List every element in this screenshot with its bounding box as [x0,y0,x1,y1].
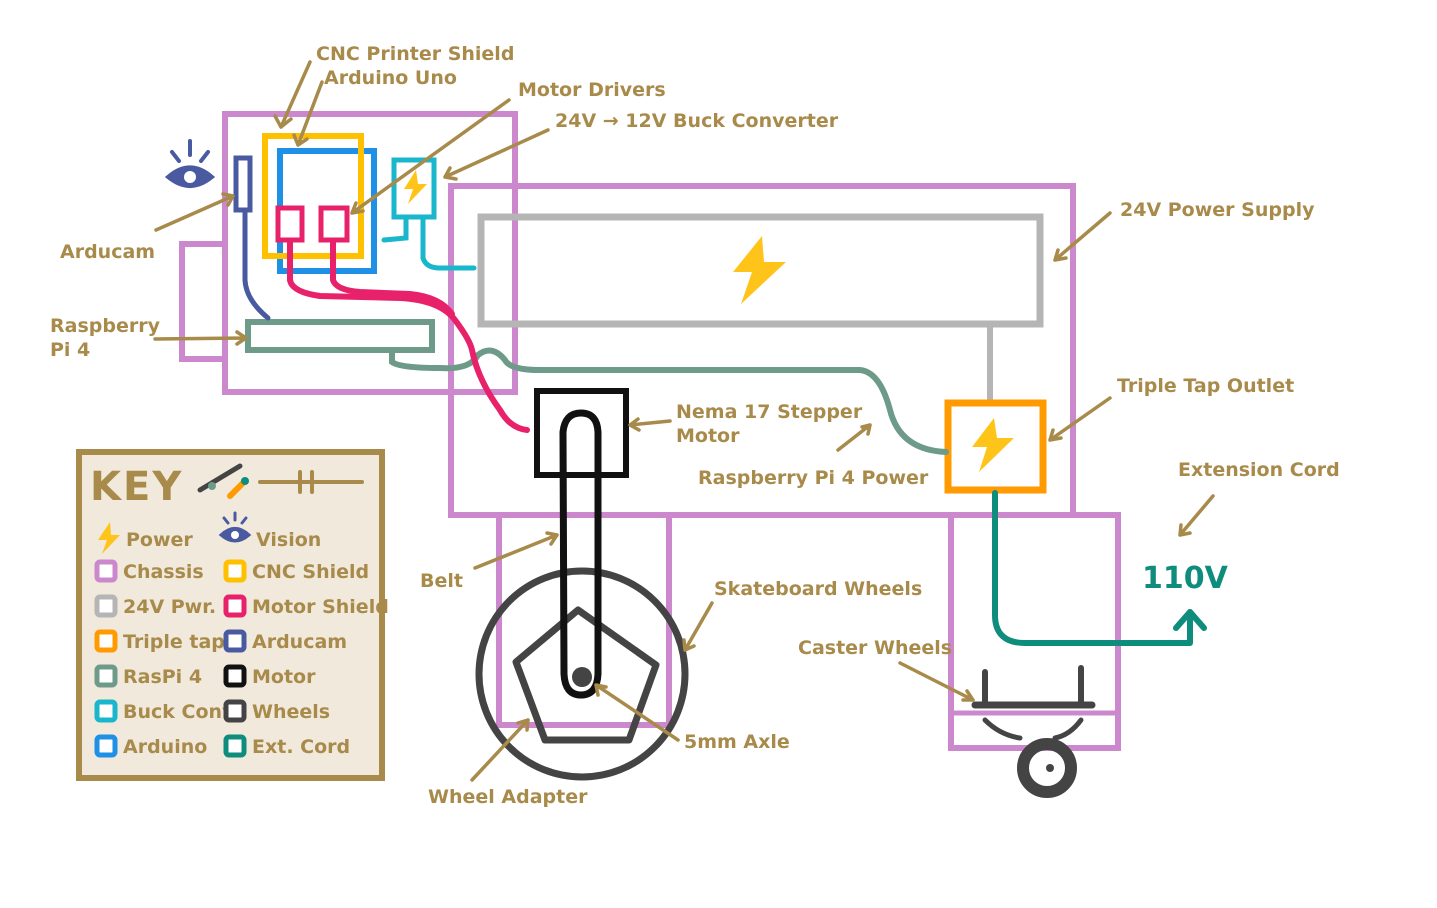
legend-swatch [223,629,247,653]
motor-wires [287,239,530,433]
wheel-adapter [512,606,660,744]
outlet-power-icon [972,418,1014,472]
label-raspberry-pi-2: Pi 4 [50,339,90,361]
legend-item-label: Motor Shield [252,596,389,618]
label-belt: Belt [420,570,463,592]
label-raspi-power: Raspberry Pi 4 Power [698,467,929,489]
label-skateboard-wheels: Skateboard Wheels [714,578,922,600]
legend-swatch [94,699,118,723]
legend-swatch [94,559,118,583]
wheel-assembly [475,388,689,781]
label-axle: 5mm Axle [684,731,790,753]
legend-swatch [94,594,118,618]
stepper-motor [534,388,629,478]
legend-swatch [94,629,118,653]
chassis-main-box [448,183,1076,518]
eye-icon [218,511,252,543]
legend-swatch [223,664,247,688]
leader-lines [153,60,1215,782]
cnc-shield-board [262,133,364,259]
legend-item-label: 24V Pwr. [123,596,216,618]
raspi-board [245,319,435,353]
legend-item-label: Ext. Cord [252,736,350,758]
raspi-power-cable [389,347,949,455]
legend-swatch [223,594,247,618]
chassis-side-box [179,241,228,362]
label-arduino-uno: Arduino Uno [324,67,457,89]
label-arducam: Arducam [60,241,155,263]
skateboard-wheel [475,567,689,781]
legend: KEY Power Vision Chassis CNC Shield 24V Pw… [76,449,389,781]
label-extension-cord: Extension Cord [1178,459,1340,481]
legend-swatch [223,734,247,758]
power-supply-box [477,213,1044,328]
extension-cord-wire [992,490,1193,646]
legend-vision-label: Vision [256,529,321,551]
cable-icon [197,463,364,499]
legend-item-label: Wheels [252,701,330,723]
power-supply-24v [477,213,1044,402]
legend-item-label: Motor [252,666,316,688]
label-nema-2: Motor [676,425,740,447]
label-caster-wheels: Caster Wheels [798,637,952,659]
label-wheel-adapter: Wheel Adapter [428,786,588,808]
legend-swatch [223,699,247,723]
legend-power-label: Power [126,529,193,551]
legend-items: Chassis CNC Shield 24V Pwr. Motor ShieldTri… [94,559,389,758]
raspberry-pi [245,319,949,455]
motor-wire-2 [330,239,455,317]
axle [572,667,592,687]
legend-item-label: Chassis [123,561,204,583]
motor-wire-1 [287,239,530,433]
buck-wire-to-supply [420,214,477,271]
arducam-module [233,155,253,213]
legend-item-label: Arducam [252,631,347,653]
motor-driver-1 [275,205,305,243]
label-power-supply: 24V Power Supply [1120,199,1315,221]
label-buck-converter: 24V → 12V Buck Converter [555,110,839,132]
belt [559,409,602,699]
power-icon [98,522,120,554]
triple-tap-box [944,399,1047,494]
buck-wire-to-arduino [381,214,409,243]
legend-title: KEY [90,464,183,510]
label-cnc-shield: CNC Printer Shield [316,43,514,65]
legend-item-label: Triple tap [123,631,225,653]
legend-item-label: CNC Shield [252,561,369,583]
arduino-stack [262,133,377,274]
legend-swatch [94,734,118,758]
caster-wheel [1017,738,1077,798]
legend-item-label: Buck Conv. [123,701,240,723]
power-icon [733,236,786,304]
label-voltage: 110V [1142,561,1229,596]
up-arrow-icon [1173,609,1207,631]
buck-converter [381,157,477,271]
legend-swatch [94,664,118,688]
motor-driver-2 [318,205,350,243]
extension-cord [992,490,1207,646]
buck-power-icon [404,170,427,204]
caster-wheels [952,665,1118,798]
legend-item-label: Arduino [123,736,207,758]
label-motor-drivers: Motor Drivers [518,79,666,101]
legend-swatch [223,559,247,583]
arducam-cable [242,209,271,321]
arducam [164,139,271,321]
label-triple-tap: Triple Tap Outlet [1117,375,1294,397]
legend-item-label: RasPi 4 [123,666,202,688]
label-raspberry-pi-1: Raspberry [50,315,161,337]
label-nema-1: Nema 17 Stepper [676,401,863,423]
eye-icon [164,139,216,188]
triple-tap-outlet [944,399,1047,494]
